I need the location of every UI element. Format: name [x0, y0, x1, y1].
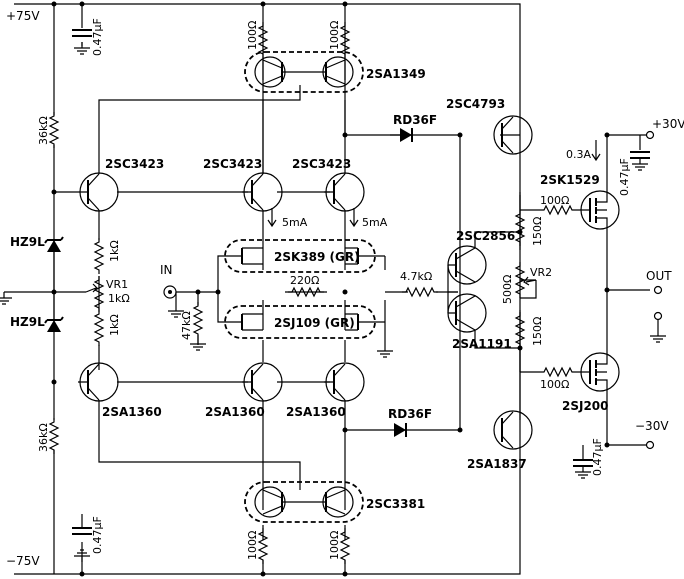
label-vr1: VR1	[106, 278, 128, 291]
transistor-2sc3423-left	[78, 172, 119, 212]
transistor-2sc3423-center	[242, 172, 283, 212]
zener-hz9l-bottom	[44, 316, 64, 332]
label-36k-top: 36kΩ	[37, 116, 50, 145]
ground-output	[649, 329, 667, 343]
pos30-terminal[interactable]	[645, 130, 655, 140]
capacitors	[72, 29, 650, 563]
label-2sc2856: 2SC2856	[456, 229, 515, 243]
label-cap-pos30: 0.47μF	[618, 158, 631, 196]
label-220: 220Ω	[290, 274, 319, 287]
label-hz9l-top: HZ9L	[10, 235, 45, 249]
transistor-2sa1360-right	[324, 362, 365, 402]
label-1k-top: 1kΩ	[108, 240, 121, 262]
label-cap-bottom-left: 0.47μF	[91, 516, 104, 554]
mosfet-2sk1529	[580, 190, 620, 230]
label-100-gate-bottom: 100Ω	[540, 378, 569, 391]
transistors	[78, 115, 533, 450]
resistor-36k-top	[49, 111, 59, 149]
zener-hz9l-top	[44, 236, 64, 252]
label-2sj109: 2SJ109 (GR)	[274, 316, 355, 330]
label-1k-bottom: 1kΩ	[108, 314, 121, 336]
label-03a: 0.3A	[566, 148, 591, 161]
label-out: OUT	[646, 269, 672, 283]
label-cap-neg30: 0.47μF	[591, 438, 604, 476]
label-500: 500Ω	[501, 275, 514, 304]
dual-transistor-2sc3381	[244, 481, 364, 523]
label-2sk389: 2SK389 (GR)	[274, 250, 360, 264]
junction-dots	[51, 1, 610, 577]
label-47k: 47kΩ	[180, 311, 193, 340]
label-2sa1360-center: 2SA1360	[205, 405, 265, 419]
label-100-bottom-left: 100Ω	[246, 531, 259, 560]
label-2sa1349: 2SA1349	[366, 67, 426, 81]
diode-rd36f-bottom	[394, 423, 407, 437]
label-100-top-left: 100Ω	[246, 21, 259, 50]
label-rd36f-top: RD36F	[393, 113, 437, 127]
label-vr1-value: 1kΩ	[108, 292, 130, 305]
current-arrow-left	[267, 208, 277, 228]
label-36k-bottom: 36kΩ	[37, 423, 50, 452]
neg30-terminal[interactable]	[645, 440, 655, 450]
label-2sc3423-left: 2SC3423	[105, 157, 164, 171]
label-100-gate-top: 100Ω	[540, 194, 569, 207]
mosfet-2sj200	[580, 352, 620, 392]
transistor-2sc3423-right	[324, 172, 365, 212]
label-2sa1360-right: 2SA1360	[286, 405, 346, 419]
label-100-top-right: 100Ω	[328, 21, 341, 50]
label-150-top: 150Ω	[531, 217, 544, 246]
label-pos-rail: +75V	[6, 9, 40, 23]
dual-fet-2sk389	[224, 239, 385, 273]
dual-fet-2sj109	[224, 305, 385, 339]
label-2sa1360-left: 2SA1360	[102, 405, 162, 419]
label-2sc4793: 2SC4793	[446, 97, 505, 111]
label-4k7: 4.7kΩ	[400, 270, 432, 283]
input-terminal[interactable]	[163, 285, 177, 299]
transistor-2sc2856	[447, 245, 487, 285]
label-rd36f-bottom: RD36F	[388, 407, 432, 421]
output-ground-terminal[interactable]	[653, 311, 663, 321]
wiring	[4, 3, 659, 575]
ground-left	[0, 291, 13, 305]
resistor-100-gate-bottom	[539, 367, 577, 377]
vr2-wiper	[520, 276, 537, 299]
label-100-bottom-right: 100Ω	[328, 531, 341, 560]
label-cap-top-left: 0.47μF	[91, 18, 104, 56]
resistor-36k-bottom	[49, 417, 59, 455]
transistor-2sa1191	[447, 293, 487, 333]
labels: +75V −75V +30V −30V OUT IN 2SC3423 2SC34…	[6, 9, 684, 568]
dual-transistor-2sa1349	[244, 51, 364, 93]
transistor-2sc4793	[493, 115, 533, 155]
current-arrow-03a	[591, 140, 601, 162]
label-neg30: −30V	[635, 419, 669, 433]
label-5ma-left: 5mA	[282, 216, 308, 229]
label-2sc3423-right: 2SC3423	[292, 157, 351, 171]
label-2sc3381: 2SC3381	[366, 497, 425, 511]
resistor-1k-top	[94, 237, 104, 275]
transistor-2sa1360-left	[78, 362, 119, 402]
label-2sk1529: 2SK1529	[540, 173, 600, 187]
label-2sj200: 2SJ200	[562, 399, 609, 413]
label-2sa1837: 2SA1837	[467, 457, 527, 471]
label-pos30: +30V	[652, 117, 684, 131]
current-arrow-right	[349, 208, 359, 228]
label-neg-rail: −75V	[6, 554, 40, 568]
transistor-2sa1837	[493, 410, 533, 450]
label-hz9l-bottom: HZ9L	[10, 315, 45, 329]
diode-rd36f-top	[390, 128, 413, 142]
label-2sc3423-center: 2SC3423	[203, 157, 262, 171]
ground-fet	[376, 344, 394, 358]
label-150-bottom: 150Ω	[531, 317, 544, 346]
vr1-wiper	[85, 283, 98, 293]
label-vr2: VR2	[530, 266, 552, 279]
resistor-47k	[193, 301, 203, 339]
resistor-1k-bottom	[94, 309, 104, 347]
output-terminal[interactable]	[653, 285, 663, 295]
resistor-100-gate-top	[539, 205, 577, 215]
label-2sa1191: 2SA1191	[452, 337, 512, 351]
label-5ma-right: 5mA	[362, 216, 388, 229]
label-in: IN	[160, 263, 173, 277]
transistor-2sa1360-center	[242, 362, 283, 402]
